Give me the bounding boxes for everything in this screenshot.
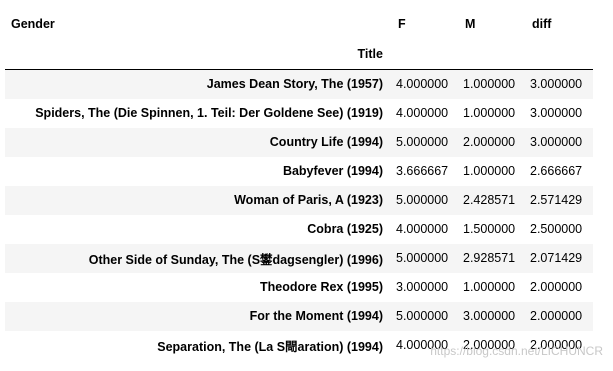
- row-title-cell: Woman of Paris, A (1923): [234, 193, 383, 207]
- table-row: For the Moment (1994) 5.000000 3.000000 2.0…: [5, 301, 593, 331]
- row-m-cell: 2.928571: [463, 251, 516, 265]
- row-f-cell: 4.000000: [396, 222, 449, 236]
- table-row: James Dean Story, The (1957) 4.000000 1.00…: [5, 69, 593, 99]
- header-row-columns: Gender F M diff: [5, 9, 593, 38]
- row-m-cell: 1.000000: [463, 77, 516, 92]
- table-body: James Dean Story, The (1957) 4.000000 1.00…: [5, 69, 593, 360]
- table-row: Separation, The (La S閜aration) (1994) 4.0…: [5, 331, 593, 360]
- header-row-index: Title: [5, 38, 593, 70]
- table-row: Cobra (1925) 4.000000 1.500000 2.500000: [5, 215, 593, 244]
- row-f-cell: 4.000000: [396, 338, 449, 352]
- row-f-cell: 5.000000: [396, 193, 449, 207]
- row-f-cell: 4.000000: [396, 77, 449, 92]
- row-f-cell: 3.666667: [396, 164, 449, 178]
- row-diff-cell: 3.000000: [530, 106, 583, 120]
- table-row: Other Side of Sunday, The (S鐢dagsengler)…: [5, 243, 593, 273]
- column-header-m: M: [465, 16, 476, 31]
- row-f-cell: 5.000000: [396, 135, 449, 149]
- index-header-blank: [392, 38, 459, 70]
- row-title-cell: For the Moment (1994): [249, 309, 383, 323]
- row-diff-cell: 2.000000: [530, 309, 583, 323]
- row-diff-cell: 2.000000: [530, 338, 583, 352]
- row-diff-cell: 2.666667: [530, 164, 583, 178]
- row-title-cell: Babyfever (1994): [282, 164, 383, 178]
- row-diff-cell: 2.000000: [530, 280, 583, 294]
- table-row: Theodore Rex (1995) 3.000000 1.000000 2.000…: [5, 273, 593, 302]
- row-title-cell: Spiders, The (Die Spinnen, 1. Teil: Der …: [35, 106, 383, 120]
- row-m-cell: 3.000000: [463, 309, 516, 323]
- columns-name-label: Gender: [11, 16, 55, 31]
- row-title-cell: Cobra (1925): [307, 222, 383, 236]
- row-f-cell: 5.000000: [396, 251, 449, 265]
- row-title-cell: Country Life (1994): [269, 135, 383, 149]
- row-f-cell: 3.000000: [396, 280, 449, 294]
- index-header-blank: [459, 38, 526, 70]
- column-header-diff: diff: [532, 16, 552, 31]
- row-m-cell: 1.000000: [463, 106, 516, 120]
- index-header-blank: [526, 38, 593, 70]
- row-diff-cell: 3.000000: [530, 77, 583, 92]
- row-m-cell: 1.000000: [463, 164, 516, 178]
- row-title-cell: James Dean Story, The (1957): [206, 77, 383, 92]
- table-row: Woman of Paris, A (1923) 5.000000 2.428571…: [5, 185, 593, 215]
- dataframe-table: Gender F M diff Title James Dean Story, …: [5, 9, 593, 360]
- row-diff-cell: 3.000000: [530, 135, 583, 149]
- row-f-cell: 4.000000: [396, 106, 449, 120]
- index-name-label: Title: [5, 38, 392, 70]
- row-diff-cell: 2.500000: [530, 222, 583, 236]
- row-m-cell: 1.000000: [463, 280, 516, 294]
- row-title-cell: Other Side of Sunday, The (S鐢dagsengler)…: [88, 252, 383, 267]
- table-row: Spiders, The (Die Spinnen, 1. Teil: Der …: [5, 99, 593, 128]
- row-diff-cell: 2.571429: [530, 193, 583, 207]
- row-diff-cell: 2.071429: [530, 251, 583, 265]
- row-m-cell: 1.500000: [463, 222, 516, 236]
- row-title-cell: Separation, The (La S閜aration) (1994): [157, 339, 383, 354]
- table-header: Gender F M diff Title: [5, 9, 593, 70]
- table-row: Country Life (1994) 5.000000 2.000000 3.000…: [5, 127, 593, 157]
- row-m-cell: 2.000000: [463, 338, 516, 352]
- column-header-f: F: [398, 16, 406, 31]
- row-f-cell: 5.000000: [396, 309, 449, 323]
- row-title-cell: Theodore Rex (1995): [260, 280, 383, 294]
- row-m-cell: 2.428571: [463, 193, 516, 207]
- row-m-cell: 2.000000: [463, 135, 516, 149]
- table-row: Babyfever (1994) 3.666667 1.000000 2.666667: [5, 157, 593, 186]
